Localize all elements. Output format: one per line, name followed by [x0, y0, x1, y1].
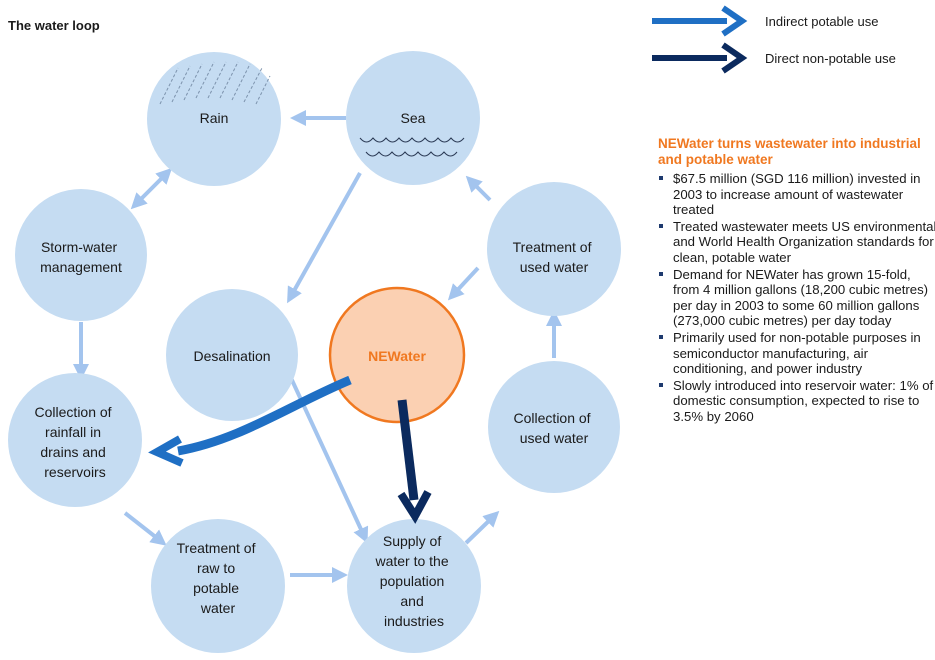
rain-streaks-icon [159, 61, 271, 105]
arrow-rain-storm [130, 167, 173, 210]
arrow-collectrain-to-treatraw [123, 511, 167, 546]
node-label-supply: Supply of water to the population and in… [374, 533, 452, 629]
legend-arrowhead-direct-icon [721, 42, 748, 74]
node-treatment-used: Treatment of used water [487, 182, 621, 316]
node-label-desalination: Desalination [193, 348, 270, 364]
legend-item-direct: Direct non-potable use [652, 42, 896, 74]
node-collection-used: Collection of used water [488, 361, 620, 493]
node-newater: NEWater [328, 286, 466, 424]
node-label-sea: Sea [401, 110, 426, 126]
node-collection-rainfall: Collection of rainfall in drains and res… [8, 373, 142, 507]
node-supply: Supply of water to the population and in… [347, 519, 481, 653]
newater-info-heading: NEWater turns wastewater into industrial… [658, 136, 921, 167]
node-label-collection-rainfall: Collection of rainfall in drains and res… [35, 404, 116, 480]
node-label-newater: NEWater [368, 348, 426, 364]
node-label-rain: Rain [200, 110, 229, 126]
arrow-treatused-to-newater [447, 266, 480, 301]
newater-use-arrows [148, 375, 432, 524]
node-sea: Sea [346, 51, 480, 185]
node-desalination: Desalination [166, 289, 298, 421]
flow-arrows [73, 110, 562, 583]
diagram-title: The water loop [8, 18, 100, 33]
legend: Indirect potable use Direct non-potable … [652, 5, 896, 74]
list-item: Primarily used for non-potable purposes … [658, 330, 935, 377]
sea-waves-icon [359, 137, 465, 157]
newater-info-panel: NEWater turns wastewater into industrial… [658, 136, 935, 426]
arrow-sea-to-desal [287, 172, 362, 304]
node-label-storm-water: Storm-water management [40, 239, 122, 275]
arrow-treatused-to-sea [465, 175, 492, 202]
legend-label-indirect: Indirect potable use [765, 14, 878, 29]
arrow-supply-to-collectused [464, 510, 500, 545]
list-item: $67.5 million (SGD 116 million) invested… [658, 171, 935, 218]
node-rain: Rain [147, 52, 281, 186]
list-item: Demand for NEWater has grown 15-fold, fr… [658, 267, 935, 329]
newater-info-list: $67.5 million (SGD 116 million) invested… [658, 171, 935, 425]
arrow-newater-direct-nonpotable [397, 399, 419, 501]
legend-item-indirect: Indirect potable use [652, 5, 878, 37]
node-label-collection-used: Collection of used water [514, 410, 595, 446]
node-treatment-raw: Treatment of raw to potable water [151, 519, 285, 653]
arrow-newater-indirect-potable-head-icon [148, 435, 184, 467]
node-label-treatment-raw: Treatment of raw to potable water [177, 540, 260, 616]
legend-arrowhead-indirect-icon [721, 5, 748, 37]
arrow-newater-direct-nonpotable-head-icon [397, 490, 432, 524]
node-label-treatment-used: Treatment of used water [513, 239, 596, 275]
list-item: Treated wastewater meets US environmenta… [658, 219, 935, 266]
arrow-newater-indirect-potable [177, 375, 352, 456]
legend-label-direct: Direct non-potable use [765, 51, 896, 66]
node-storm-water: Storm-water management [15, 189, 147, 321]
list-item: Slowly introduced into reservoir water: … [658, 378, 935, 425]
